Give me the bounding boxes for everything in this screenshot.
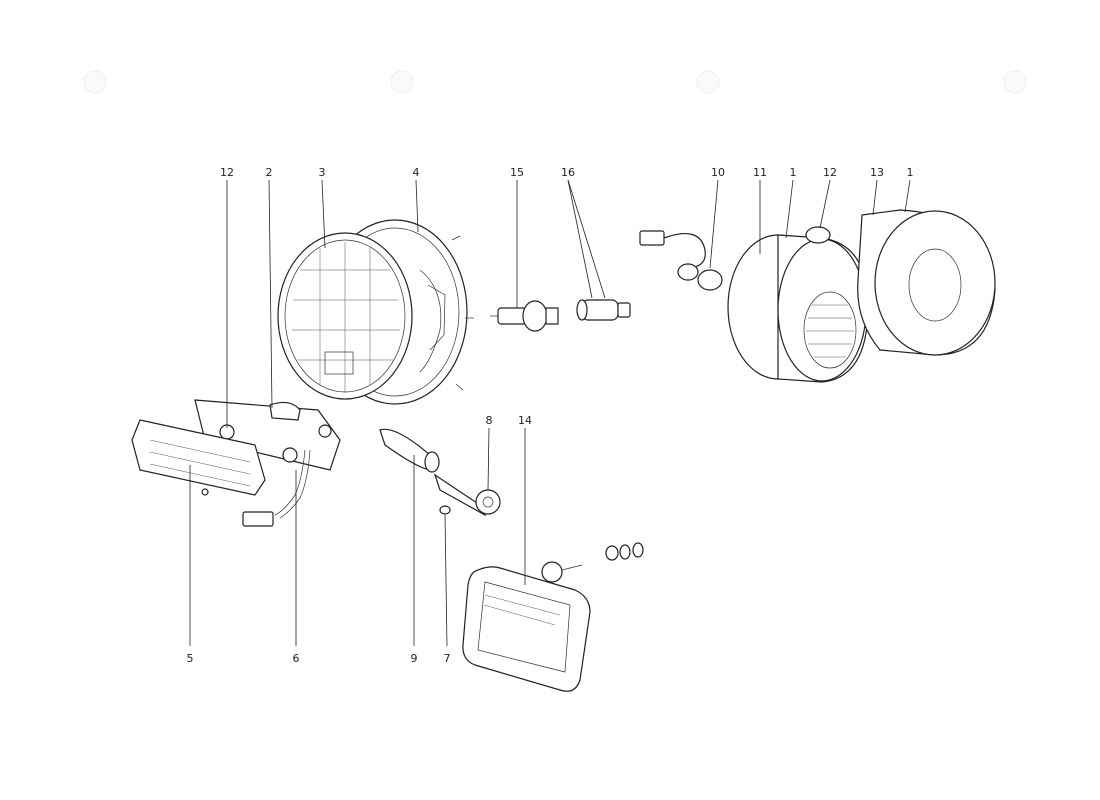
callout-2: 2	[266, 166, 273, 179]
callout-14: 14	[518, 414, 532, 427]
bulb-holder	[576, 299, 631, 321]
headlamp-lens-pattern	[292, 242, 400, 392]
punch-holes	[83, 70, 1027, 94]
callout-13: 13	[870, 166, 884, 179]
tail-lamp-reflector-pattern	[806, 304, 854, 358]
callout-7: 7	[444, 652, 451, 665]
rectangular-lamp	[462, 561, 591, 692]
callout-3: 3	[319, 166, 326, 179]
callout-9: 9	[411, 652, 418, 665]
indicator-lens	[131, 419, 266, 496]
callout-1: 1	[790, 166, 797, 179]
rubber-boot	[379, 428, 440, 473]
callout-1-rear: 1	[907, 166, 914, 179]
callout-12-tail: 12	[823, 166, 837, 179]
washer-set	[605, 542, 644, 561]
h4-bulb	[490, 300, 559, 332]
callout-16: 16	[561, 166, 575, 179]
callout-11: 11	[753, 166, 767, 179]
round-tail-lamp-front	[639, 226, 869, 383]
round-tail-lamp-rear	[857, 209, 996, 356]
callout-10: 10	[711, 166, 725, 179]
headlamp-assembly	[277, 219, 474, 405]
callout-15: 15	[510, 166, 524, 179]
callout-4: 4	[413, 166, 420, 179]
callout-labels: 12 2 3 4 15 16 10 11 1 12 13 1 8 14 5 6 …	[187, 166, 914, 665]
leader-lines	[189, 179, 911, 647]
callout-12: 12	[220, 166, 234, 179]
callout-6: 6	[293, 652, 300, 665]
callout-8: 8	[486, 414, 493, 427]
callout-5: 5	[187, 652, 194, 665]
small-bulb	[439, 505, 451, 515]
